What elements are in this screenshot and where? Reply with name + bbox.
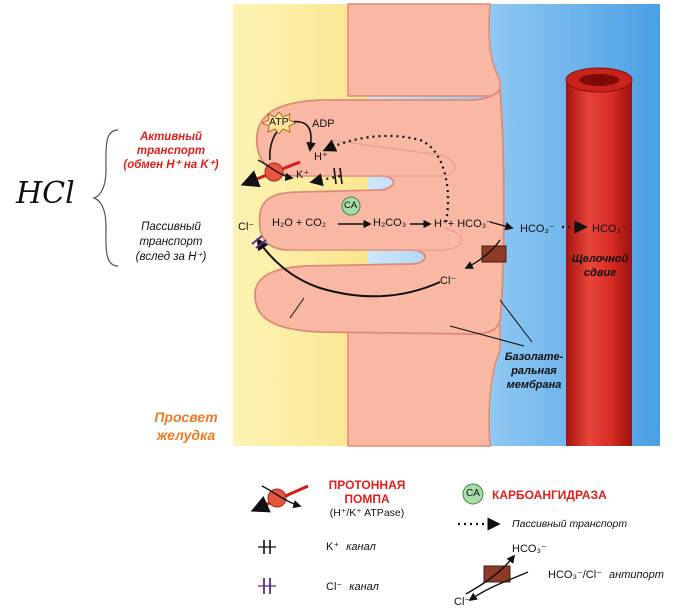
legend-k-channel: K⁺ канал [326,540,376,553]
cl-channel-marker [251,235,267,249]
parietal-cell [254,87,505,335]
lumen-leader [289,297,305,319]
atp-label: ATP [269,116,289,128]
cl-cell-label: Cl⁻ [440,275,457,287]
hco3-to-antiport-arrow [489,221,514,231]
canaliculus-fold-upper [300,139,456,177]
legend-proton-pump-line3: (H⁺/K⁺ ATPase) [329,507,405,519]
passive-transport-line3: (вслед за H⁺) [135,251,207,263]
legend-passive-transport: Пассивный транспорт [512,518,628,530]
active-transport-line3: (обмен H⁺ на K⁺) [123,159,219,171]
legend-k-channel-ion: K⁺ [326,541,340,553]
lumen-line2: желудка [156,427,216,443]
basolateral-line1: Базолате- [504,351,564,363]
h-hco3-label: H⁺+ HCO₃⁻ [434,218,492,230]
ca-enzyme-label: CA [344,200,358,211]
antiport-box [481,245,507,263]
k-plus-label: K⁺ [296,169,310,181]
lumen-label: Просвет желудка [136,408,236,444]
legend-pump-ball [267,488,287,508]
canaliculus-fold-lower [290,227,463,251]
cl-lumen-label: Cl⁻ [238,221,255,233]
legend-antiport-cl: Cl⁻ [454,596,471,608]
legend-cl-channel-ion: Cl⁻ [326,581,343,593]
atp-badge: ATP [262,112,296,134]
blood-vessel [566,78,632,446]
hcl-label: HCl [16,176,75,211]
neighbour-cell-bottom [347,324,501,447]
atp-to-adp-arrow [269,120,316,161]
h2co3-label: H₂CO₃ [373,217,407,229]
legend-k-channel-word: канал [346,541,376,553]
h2o-co2-label: H₂O + CO₂ [272,217,327,229]
legend-ca-badge-label: CA [466,488,480,499]
basolateral-line3: мембрана [506,379,562,391]
adp-label: ADP [312,118,335,130]
legend-proton-pump-line2: ПОМПА [344,492,390,506]
legend-antiport: HCO₃⁻/Cl⁻ антипорт [548,568,664,581]
active-transport-line2: транспорт [136,145,206,157]
passive-transport-label: Пассивный транспорт (вслед за H⁺) [116,220,226,265]
lumen-line1: Просвет [154,409,218,425]
legend-carbonic-anhydrase: КАРБОАНГИДРАЗА [492,488,607,502]
alkaline-line1: Щелочной [571,253,629,265]
legend-cl-channel-word: канал [349,581,379,593]
basolateral-leader-2 [449,325,525,347]
legend-antiport-word: антипорт [609,569,664,581]
active-transport-label: Активный транспорт (обмен H⁺ на K⁺) [112,130,230,172]
passive-transport-line2: транспорт [139,236,203,248]
hco3-cell-label: HCO₃⁻ [520,223,555,235]
basolateral-line2: ральная [511,365,557,377]
legend-ca-circle [462,483,484,505]
legend-proton-pump-line1: ПРОТОННАЯ [328,478,406,492]
brace [92,129,119,267]
k-channel-marker [333,167,343,185]
legend-proton-pump: ПРОТОННАЯ ПОМПА (H⁺/K⁺ ATPase) [312,478,422,520]
neighbour-cell-top [347,3,501,97]
basolateral-label: Базолате- ральная мембрана [494,350,574,392]
atp-burst-icon [262,112,296,134]
legend-cl-channel: Cl⁻ канал [326,580,379,593]
hco3-blood-label: HCO₃⁻ [592,223,627,235]
legend-k-channel-symbol [258,540,276,554]
legend-antiport-label: HCO₃⁻/Cl⁻ [548,569,602,581]
basolateral-leader-1 [499,299,533,343]
legend-cl-channel-symbol [258,578,276,594]
chloride-path [256,238,441,298]
active-transport-line1: Активный [139,131,203,143]
h-plus-dotted-path [322,134,450,223]
h-plus-label: H⁺ [314,151,328,163]
ca-enzyme-circle [341,196,361,216]
alkaline-line2: сдвиг [583,267,617,279]
legend-antiport-hco3: HCO₃⁻ [512,543,547,555]
alkaline-shift-label: Щелочной сдвиг [568,252,632,280]
passive-transport-line1: Пассивный [141,221,201,233]
